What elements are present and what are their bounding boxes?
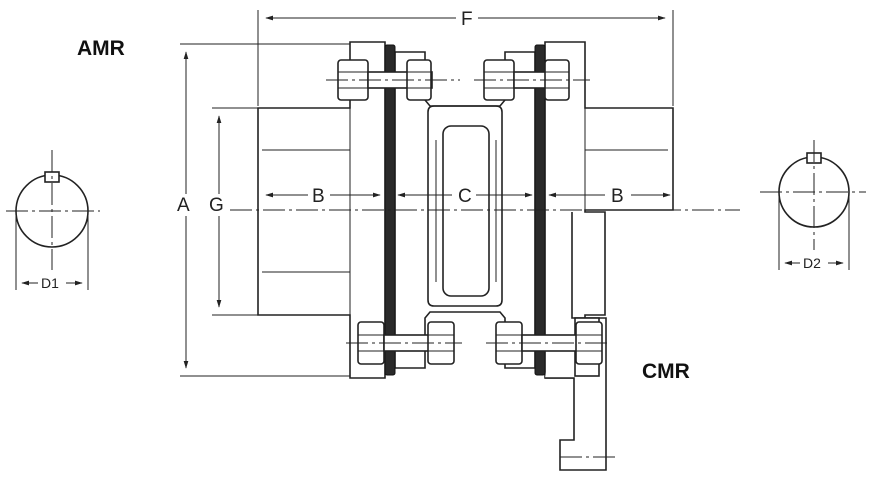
dimension-g-label: G: [209, 195, 224, 216]
amr-hub: [257, 41, 386, 379]
dimension-b-left-label: B: [312, 186, 325, 207]
bore-end-view-left: [6, 150, 100, 290]
disc-packs: [384, 44, 546, 376]
dimension-f: [257, 10, 674, 106]
bolt-centerlines: [326, 79, 616, 458]
cmr-hub: [544, 41, 674, 471]
amr-label: AMR: [77, 37, 125, 60]
bore-end-view-right: [760, 140, 866, 270]
dimension-d1-label: D1: [41, 275, 59, 291]
dimension-g: [212, 107, 258, 316]
cmr-label: CMR: [642, 360, 690, 383]
dimension-c-label: C: [458, 186, 472, 207]
dimension-a-label: A: [177, 195, 190, 216]
dimension-b-right-label: B: [611, 186, 624, 207]
dimension-a: [180, 43, 350, 377]
dimension-d2-label: D2: [803, 255, 821, 271]
dimension-f-label: F: [461, 9, 473, 30]
